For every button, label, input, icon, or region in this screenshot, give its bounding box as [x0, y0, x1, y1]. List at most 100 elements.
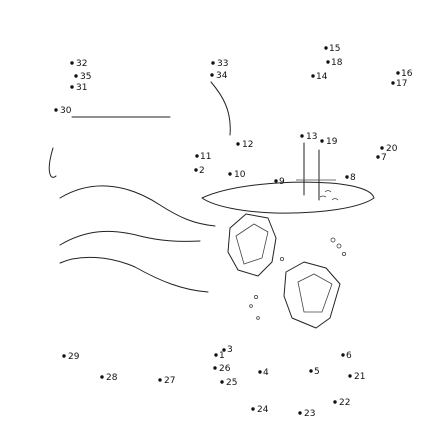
fizz-marks	[319, 190, 339, 201]
dot-marker	[210, 73, 214, 77]
dot-label: 10	[234, 170, 246, 180]
dot-12[interactable]: 12	[236, 140, 253, 150]
dot-22[interactable]: 22	[333, 398, 350, 408]
bubble	[330, 237, 336, 243]
line-art-stroke	[48, 147, 57, 178]
dot-11[interactable]: 11	[195, 152, 211, 162]
dot-label: 33	[217, 59, 228, 69]
dot-27[interactable]: 27	[158, 376, 175, 386]
dot-14[interactable]: 14	[311, 72, 328, 82]
dot-marker	[326, 60, 330, 64]
dot-8[interactable]: 8	[345, 173, 356, 183]
dot-29[interactable]: 29	[62, 352, 80, 362]
dot-10[interactable]: 10	[228, 170, 246, 180]
dot-30[interactable]: 30	[54, 106, 72, 116]
dot-label: 15	[329, 44, 340, 54]
dot-marker	[251, 407, 255, 411]
ice-cube-facet	[235, 223, 269, 265]
dot-marker	[213, 366, 217, 370]
dot-marker	[70, 61, 74, 65]
dot-marker	[341, 353, 345, 357]
dot-label: 25	[226, 378, 237, 388]
line-art	[48, 81, 375, 329]
dot-9[interactable]: 9	[274, 177, 285, 187]
dot-marker	[211, 61, 215, 65]
dot-label: 7	[381, 153, 387, 163]
dot-marker	[214, 353, 218, 357]
dot-label: 31	[76, 83, 87, 93]
numbered-dots: 1 2 3 4 5 6 7 8 9 10 11 12 13 14 15 16 1…	[54, 44, 413, 419]
dot-marker	[320, 139, 324, 143]
dot-25[interactable]: 25	[220, 378, 237, 388]
dot-13[interactable]: 13	[300, 132, 317, 142]
bubble	[249, 304, 253, 308]
dot-marker	[158, 378, 162, 382]
dot-marker	[258, 370, 262, 374]
dot-marker	[222, 348, 226, 352]
dot-label: 19	[326, 137, 338, 147]
dot-4[interactable]: 4	[258, 368, 269, 378]
dot-31[interactable]: 31	[70, 83, 87, 93]
dot-16[interactable]: 16	[396, 69, 413, 79]
dot-label: 27	[164, 376, 175, 386]
dot-35[interactable]: 35	[74, 72, 91, 82]
dot-2[interactable]: 2	[194, 166, 205, 176]
dot-label: 4	[263, 368, 269, 378]
dot-marker	[380, 146, 384, 150]
dot-label: 2	[199, 166, 205, 176]
dot-marker	[391, 81, 395, 85]
dot-marker	[274, 179, 278, 183]
dot-marker	[309, 369, 313, 373]
dot-20[interactable]: 20	[380, 144, 398, 154]
dot-19[interactable]: 19	[320, 137, 338, 147]
dot-26[interactable]: 26	[213, 364, 231, 374]
dot-marker	[376, 155, 380, 159]
dot-label: 3	[227, 345, 233, 355]
dot-3[interactable]: 3	[222, 345, 233, 355]
dot-5[interactable]: 5	[309, 367, 320, 377]
wave-stroke	[59, 185, 216, 227]
bubble	[341, 251, 346, 256]
dot-33[interactable]: 33	[211, 59, 228, 69]
dot-23[interactable]: 23	[298, 409, 315, 419]
dot-21[interactable]: 21	[348, 372, 365, 382]
dot-24[interactable]: 24	[251, 405, 269, 415]
bubble	[336, 243, 342, 249]
ice-cube-outline	[283, 261, 341, 329]
dot-marker	[396, 71, 400, 75]
dot-34[interactable]: 34	[210, 71, 228, 81]
dot-label: 28	[106, 373, 118, 383]
dot-label: 17	[396, 79, 407, 89]
dot-marker	[300, 134, 304, 138]
dot-label: 34	[216, 71, 228, 81]
dot-label: 11	[200, 152, 211, 162]
dot-15[interactable]: 15	[324, 44, 340, 54]
bubble	[279, 256, 284, 261]
dot-label: 18	[331, 58, 343, 68]
dot-marker	[70, 85, 74, 89]
dot-1[interactable]: 1	[214, 351, 225, 361]
dot-label: 35	[80, 72, 91, 82]
dot-marker	[311, 74, 315, 78]
dot-6[interactable]: 6	[341, 351, 352, 361]
dot-marker	[345, 175, 349, 179]
dot-label: 8	[350, 173, 356, 183]
dot-label: 5	[314, 367, 320, 377]
dot-label: 14	[316, 72, 328, 82]
dot-marker	[54, 108, 58, 112]
dot-marker	[348, 374, 352, 378]
dot-marker	[194, 168, 198, 172]
dot-label: 23	[304, 409, 315, 419]
dot-18[interactable]: 18	[326, 58, 343, 68]
wave-stroke	[59, 230, 201, 246]
dot-7[interactable]: 7	[376, 153, 387, 163]
dot-label: 9	[279, 177, 285, 187]
bubble	[253, 294, 258, 299]
dot-28[interactable]: 28	[100, 373, 118, 383]
dot-marker	[236, 142, 240, 146]
dot-label: 30	[60, 106, 72, 116]
dot-32[interactable]: 32	[70, 59, 87, 69]
dot-17[interactable]: 17	[391, 79, 407, 89]
